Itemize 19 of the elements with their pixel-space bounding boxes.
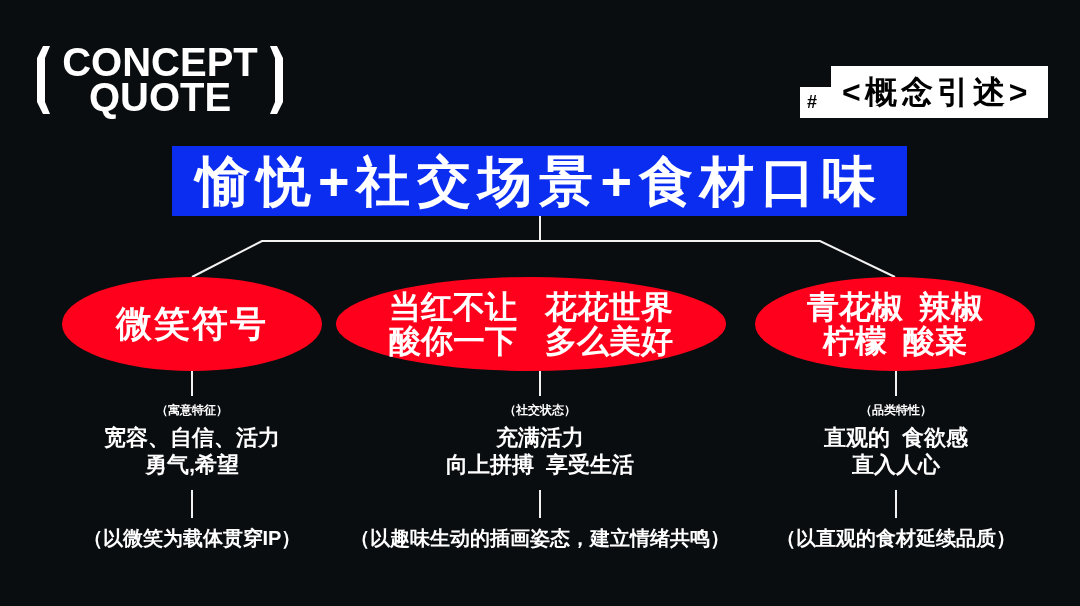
connector-line xyxy=(191,370,193,397)
ellipse-text: 青花椒 辣椒柠檬 酸菜 xyxy=(806,290,984,358)
title-bar xyxy=(172,146,907,216)
category-label: （寓意特征） xyxy=(156,402,228,418)
tag-text: <概念引述> xyxy=(842,74,1032,110)
hash-label: # xyxy=(807,92,817,112)
ellipse-text: 当红不让 花花世界酸你一下 多么美好 xyxy=(389,290,673,358)
connector-line xyxy=(539,370,541,397)
connector-line xyxy=(539,489,541,519)
category-label: （品类特性） xyxy=(860,402,932,418)
keyword-text: 宽容、自信、活力勇气,希望 xyxy=(104,424,280,478)
connector-line xyxy=(895,489,897,519)
ellipse-text: 微笑符号 xyxy=(116,304,268,344)
connector-line xyxy=(895,370,897,397)
title-text: 愉悦+社交场景+食材口味 xyxy=(195,154,884,208)
keyword-text: 充满活力向上拼搏 享受生活 xyxy=(446,424,634,478)
category-label: （社交状态） xyxy=(504,402,576,418)
keyword-text: 直观的 食欲感直入人心 xyxy=(824,424,968,478)
connector-line xyxy=(191,489,193,519)
